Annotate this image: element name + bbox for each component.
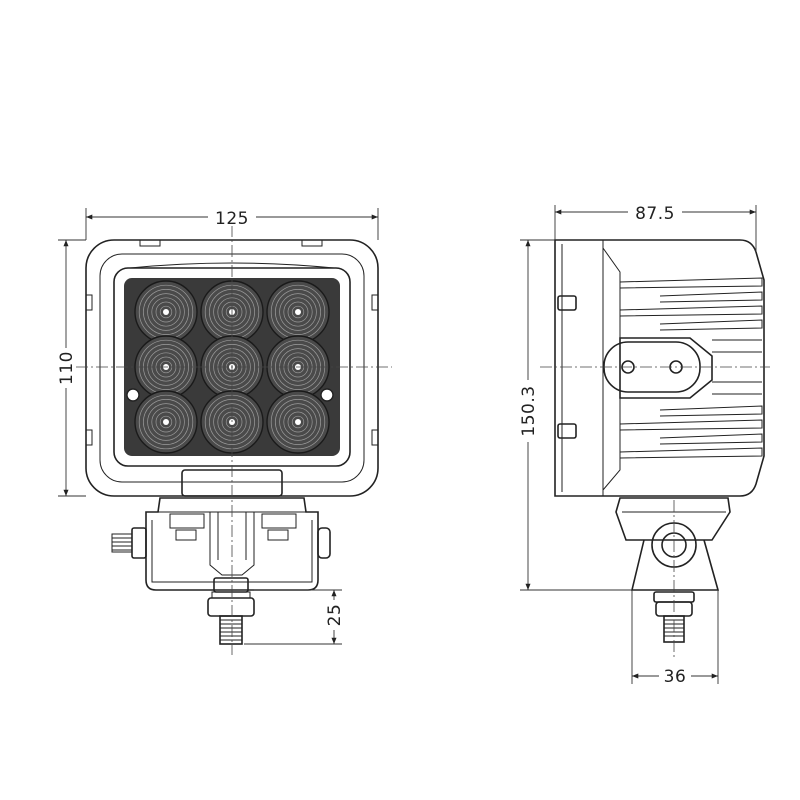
fin	[619, 419, 763, 431]
led-lens	[266, 280, 330, 344]
fin	[659, 405, 763, 417]
mount-width-dimension-label: 36	[664, 667, 687, 687]
screw-left	[126, 388, 140, 402]
width-dimension-label: 125	[215, 209, 249, 229]
bracket-dimension-label: 25	[325, 604, 345, 627]
fin	[659, 291, 763, 303]
led-lens	[134, 390, 198, 454]
screw-right	[320, 388, 334, 402]
led-grid	[134, 280, 330, 454]
fin	[619, 277, 763, 289]
fin	[659, 319, 763, 331]
cooling-fins	[619, 277, 763, 459]
depth-dimension-label: 87.5	[635, 204, 675, 224]
fin	[619, 447, 763, 459]
led-lens	[134, 280, 198, 344]
side-view: 87.5 150.3 36	[518, 201, 770, 687]
total-height-dimension-label: 150.3	[519, 385, 539, 436]
side-bracket	[615, 497, 731, 643]
fin	[619, 305, 763, 317]
front-connector	[207, 577, 255, 645]
front-view: 125 110 25	[56, 206, 392, 655]
height-dimension-label: 110	[57, 351, 77, 385]
fin	[659, 433, 763, 445]
side-housing	[554, 239, 765, 497]
front-bracket	[111, 497, 331, 591]
led-lens	[266, 390, 330, 454]
